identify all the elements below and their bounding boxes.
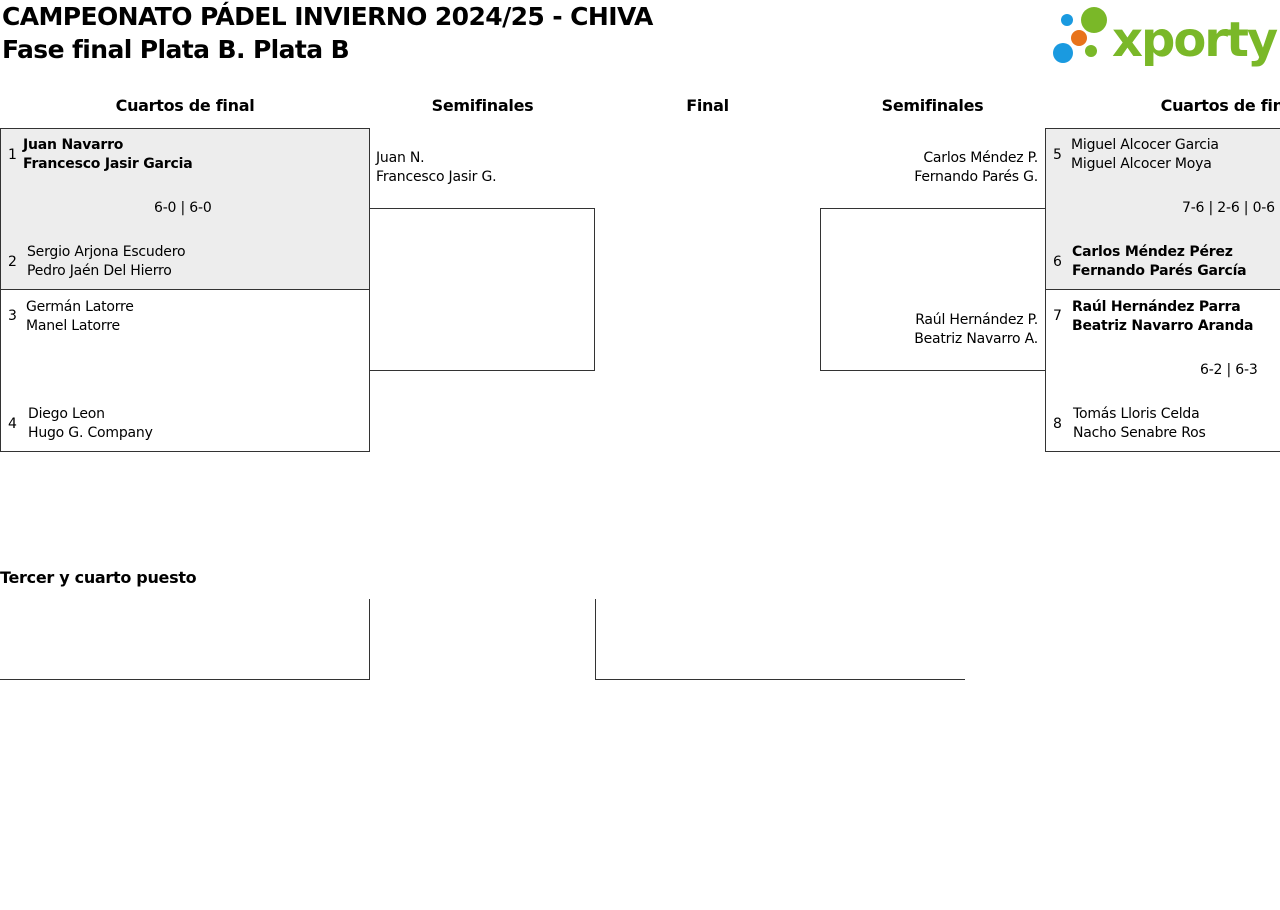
team-player: Diego Leon — [28, 406, 105, 422]
seed-number: 5 — [1053, 147, 1062, 163]
match-score: 6-2 | 6-3 — [1200, 362, 1258, 378]
third-place-slot-right — [595, 599, 965, 680]
column-header-quarterfinals-left: Cuartos de final — [115, 96, 255, 115]
team-player: Miguel Alcocer Garcia — [1071, 137, 1219, 153]
seed-number: 4 — [8, 416, 17, 432]
seed-number: 7 — [1053, 308, 1062, 324]
team-player: Carlos Méndez Pérez — [1072, 244, 1233, 260]
seed-number: 6 — [1053, 254, 1062, 270]
semifinal-player: Carlos Méndez P. — [923, 150, 1038, 166]
semifinal-bracket-left — [369, 208, 595, 371]
page-subtitle: Fase final Plata B. Plata B — [2, 35, 350, 64]
match-score: 7-6 | 2-6 | 0-6 — [1182, 200, 1275, 216]
seed-number: 2 — [8, 254, 17, 270]
team-player: Pedro Jaén Del Hierro — [27, 263, 172, 279]
column-header-semifinals-right: Semifinales — [881, 96, 984, 115]
seed-number: 3 — [8, 308, 17, 324]
team-player: Tomás Lloris Celda — [1073, 406, 1200, 422]
team-player: Manel Latorre — [26, 318, 120, 334]
team-player: Hugo G. Company — [28, 425, 153, 441]
third-place-slot-left — [0, 599, 370, 680]
column-header-final: Final — [686, 96, 729, 115]
team-player: Germán Latorre — [26, 299, 134, 315]
match-score: 6-0 | 6-0 — [154, 200, 212, 216]
third-place-heading: Tercer y cuarto puesto — [0, 568, 197, 587]
team-player: Miguel Alcocer Moya — [1071, 156, 1212, 172]
match-qf2[interactable]: 3 Germán Latorre Manel Latorre 4 Diego L… — [0, 289, 370, 452]
match-qf4[interactable]: 7 Raúl Hernández Parra Beatriz Navarro A… — [1045, 289, 1280, 452]
team-player: Sergio Arjona Escudero — [27, 244, 186, 260]
team-player: Nacho Senabre Ros — [1073, 425, 1206, 441]
svg-text:xporty: xporty — [1112, 12, 1278, 68]
team-player: Fernando Parés García — [1072, 263, 1247, 279]
semifinal-player: Beatriz Navarro A. — [914, 331, 1038, 347]
semifinal-bracket-right: Raúl Hernández P. Beatriz Navarro A. — [820, 208, 1046, 371]
team-player: Raúl Hernández Parra — [1072, 299, 1241, 315]
semifinal-player: Juan N. — [376, 150, 425, 166]
column-header-quarterfinals-right: Cuartos de final — [1160, 96, 1280, 115]
semifinal-player: Francesco Jasir G. — [376, 169, 497, 185]
team-player: Juan Navarro — [23, 137, 124, 153]
match-qf3[interactable]: 5 Miguel Alcocer Garcia Miguel Alcocer M… — [1045, 128, 1280, 290]
page-title: CAMPEONATO PÁDEL INVIERNO 2024/25 - CHIV… — [2, 2, 653, 31]
semifinal-player: Fernando Parés G. — [914, 169, 1038, 185]
seed-number: 8 — [1053, 416, 1062, 432]
team-player: Beatriz Navarro Aranda — [1072, 318, 1254, 334]
seed-number: 1 — [8, 147, 17, 163]
team-player: Francesco Jasir Garcia — [23, 156, 193, 172]
semifinal-player: Raúl Hernández P. — [915, 312, 1038, 328]
match-qf1[interactable]: 1 Juan Navarro Francesco Jasir Garcia 6-… — [0, 128, 370, 290]
column-header-semifinals-left: Semifinales — [431, 96, 534, 115]
xporty-logo[interactable]: xporty — [1050, 4, 1280, 68]
